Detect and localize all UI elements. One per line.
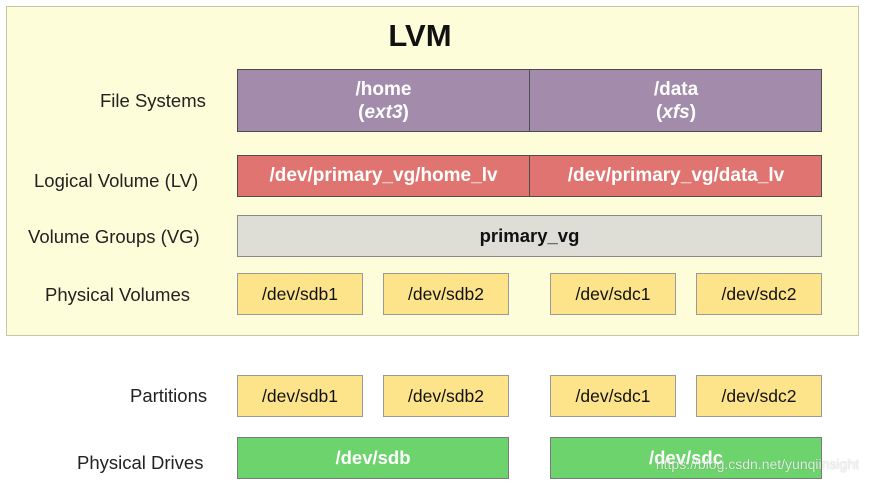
watermark-url: https://blog.csdn.net/yunqiinsight xyxy=(655,456,859,472)
partition-sdc2: /dev/sdc2 xyxy=(696,375,822,417)
physical-volume-sdc2: /dev/sdc2 xyxy=(696,273,822,315)
physical-volume-sdc1: /dev/sdc1 xyxy=(550,273,676,315)
file-systems-divider xyxy=(529,69,530,132)
logical-volume-home: /dev/primary_vg/home_lv xyxy=(269,165,498,186)
label-file-systems: File Systems xyxy=(100,90,206,111)
logical-volumes-divider xyxy=(529,155,530,197)
partition-sdc1: /dev/sdc1 xyxy=(550,375,676,417)
label-physical-volumes: Physical Volumes xyxy=(45,284,190,305)
partition-sdb1: /dev/sdb1 xyxy=(237,375,363,417)
file-system-home: /home (ext3) xyxy=(355,78,412,123)
file-system-data-type: xfs xyxy=(662,101,690,123)
physical-volume-sdb1: /dev/sdb1 xyxy=(237,273,363,315)
file-system-home-mount: /home xyxy=(355,78,412,100)
logical-volume-data: /dev/primary_vg/data_lv xyxy=(567,165,785,186)
partition-sdb2: /dev/sdb2 xyxy=(383,375,509,417)
volume-group: primary_vg xyxy=(237,215,822,257)
label-volume-groups: Volume Groups (VG) xyxy=(28,226,200,247)
physical-volume-sdb2: /dev/sdb2 xyxy=(383,273,509,315)
file-system-data: /data (xfs) xyxy=(653,78,699,123)
diagram-title: LVM xyxy=(388,18,452,53)
label-partitions: Partitions xyxy=(130,385,208,406)
label-logical-volume: Logical Volume (LV) xyxy=(34,170,199,191)
physical-drive-sdb: /dev/sdb xyxy=(237,437,509,479)
label-physical-drives: Physical Drives xyxy=(77,452,204,473)
physical-drive-sdc: /dev/sdc xyxy=(550,437,822,479)
file-system-data-mount: /data xyxy=(653,78,699,100)
file-system-home-type: ext3 xyxy=(364,101,403,123)
